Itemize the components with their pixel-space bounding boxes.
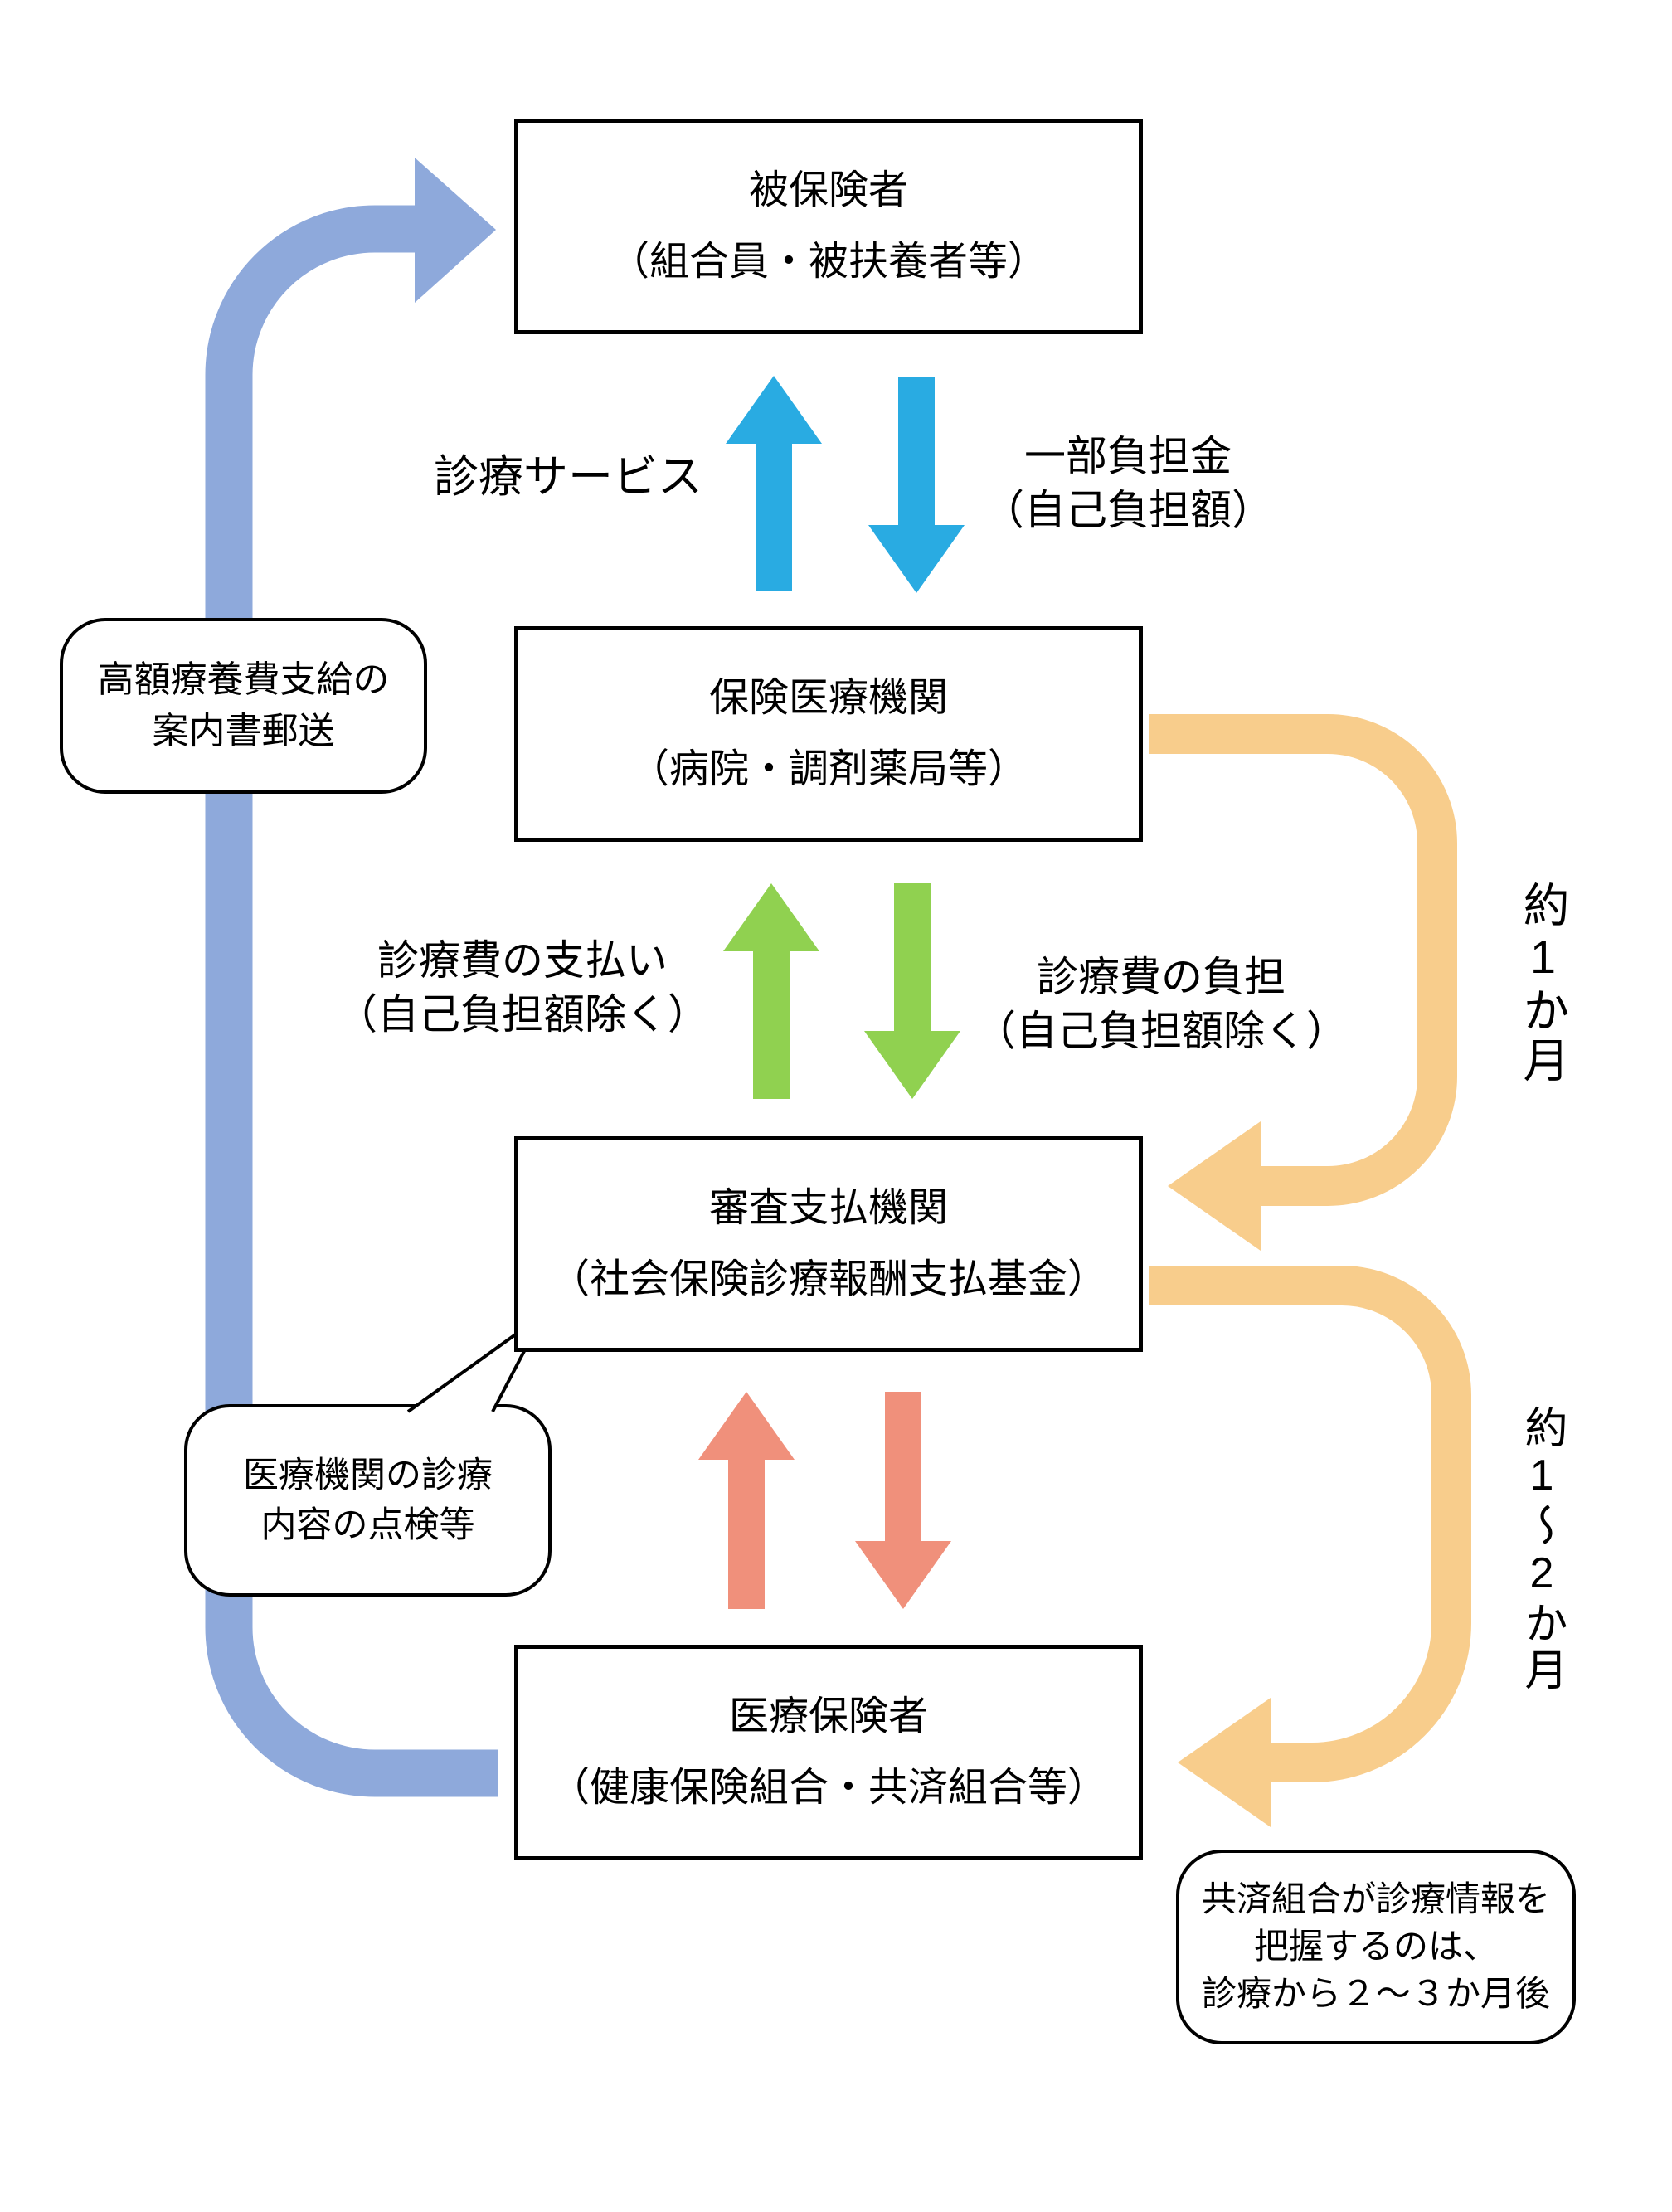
request-down-arrow <box>855 1392 951 1609</box>
service-up-arrow <box>726 376 822 591</box>
box-review-agency-title: 審査支払機関 <box>708 1186 948 1230</box>
label-copayment-line2: （自己負担額） <box>983 487 1273 533</box>
box-medical-institution-title: 保険医療機関 <box>708 676 948 720</box>
label-fee-payment: 診療費の支払い （自己負担額除く） <box>315 934 730 1042</box>
review-up-arrow <box>698 1392 795 1609</box>
box-review-agency: 審査支払機関 （社会保険診療報酬支払基金） <box>514 1136 1143 1352</box>
callout-kyosai-line1: 共済組合が診療情報を <box>1201 1879 1550 1919</box>
box-insurer: 医療保険者 （健康保険組合・共済組合等） <box>514 1645 1143 1860</box>
label-copayment-line1: 一部負担金 <box>1024 433 1232 479</box>
callout-review-line2: 内容の点検等 <box>260 1505 475 1545</box>
label-medical-service: 診療サービス <box>434 452 702 502</box>
label-fee-burden: 診療費の負担 （自己負担額除く） <box>954 950 1368 1058</box>
box-insurer-subtitle: （健康保険組合・共済組合等） <box>549 1766 1107 1810</box>
box-medical-institution: 保険医療機関 （病院・調剤薬局等） <box>514 626 1143 842</box>
box-insured: 被保険者 （組合員・被扶養者等） <box>514 119 1143 334</box>
label-fee-payment-line1: 診療費の支払い <box>377 937 668 984</box>
box-insured-subtitle: （組合員・被扶養者等） <box>609 240 1047 284</box>
label-fee-burden-line2: （自己負担額除く） <box>975 1008 1348 1054</box>
callout-kyosai-line3: 診療から２～３か月後 <box>1201 1973 1550 2013</box>
fee-burden-down-arrow <box>864 883 960 1099</box>
copayment-down-arrow <box>868 377 965 593</box>
refund-loop-arrowhead <box>415 158 496 303</box>
label-about-1-2-months: 約1～2か月 <box>1518 1405 1566 1694</box>
callout-kyosai-note: 共済組合が診療情報を 把握するのは、 診療から２～３か月後 <box>1176 1850 1576 2044</box>
fee-payment-up-arrow <box>723 883 819 1099</box>
label-fee-burden-line1: 診療費の負担 <box>1037 954 1286 1000</box>
callout-review-line1: 医療機関の診療 <box>243 1455 493 1495</box>
label-about-1-month: 約1か月 <box>1517 881 1569 1086</box>
callout-refund-line2: 案内書郵送 <box>152 711 335 751</box>
claim-flow-arrow-month1 <box>1149 714 1457 1251</box>
claim-flow-arrow-month2 <box>1149 1266 1471 1827</box>
claim-flow-arrowhead-2 <box>1178 1698 1271 1827</box>
callout-refund-line1: 高額療養費支給の <box>97 659 390 701</box>
box-medical-institution-subtitle: （病院・調剤薬局等） <box>629 747 1028 791</box>
callout-refund-notice: 高額療養費支給の 案内書郵送 <box>60 618 427 794</box>
box-insured-title: 被保険者 <box>748 168 908 212</box>
refund-loop-arrow <box>205 158 498 1797</box>
callout-kyosai-line2: 把握するのは、 <box>1253 1927 1498 1966</box>
box-review-agency-subtitle: （社会保険診療報酬支払基金） <box>549 1257 1107 1301</box>
box-insurer-title: 医療保険者 <box>728 1694 928 1738</box>
callout-review-note: 医療機関の診療 内容の点検等 <box>184 1404 552 1597</box>
label-fee-payment-line2: （自己負担額除く） <box>336 991 709 1038</box>
label-copayment: 一部負担金 （自己負担額） <box>945 430 1310 537</box>
claim-flow-arrowhead-1 <box>1168 1121 1261 1251</box>
